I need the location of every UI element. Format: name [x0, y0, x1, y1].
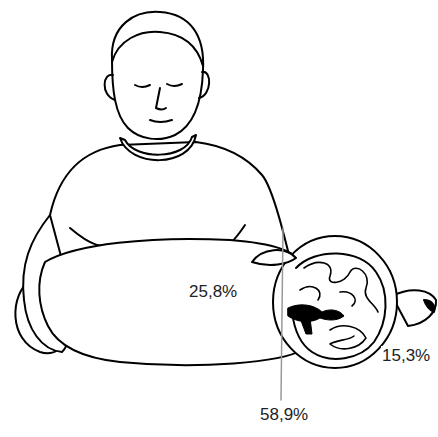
cerebellum — [330, 326, 366, 349]
baby-foot — [392, 290, 436, 326]
pillow — [39, 239, 305, 365]
baby-hand — [252, 250, 296, 265]
brainstem — [288, 305, 344, 322]
brain-gyri — [300, 287, 355, 306]
baby-foot — [424, 300, 435, 312]
ear — [199, 72, 209, 98]
eye — [135, 85, 150, 87]
eye — [167, 84, 182, 86]
nose — [156, 88, 166, 110]
percentage-label: 15,3% — [381, 346, 431, 366]
ear — [105, 75, 115, 100]
percentage-label: 25,8% — [188, 282, 238, 302]
head — [112, 12, 203, 139]
mouth — [150, 120, 172, 122]
brainstem — [300, 318, 312, 334]
hair-line — [112, 32, 203, 66]
percentage-label: 58,9% — [259, 405, 309, 425]
section-line — [281, 228, 283, 400]
